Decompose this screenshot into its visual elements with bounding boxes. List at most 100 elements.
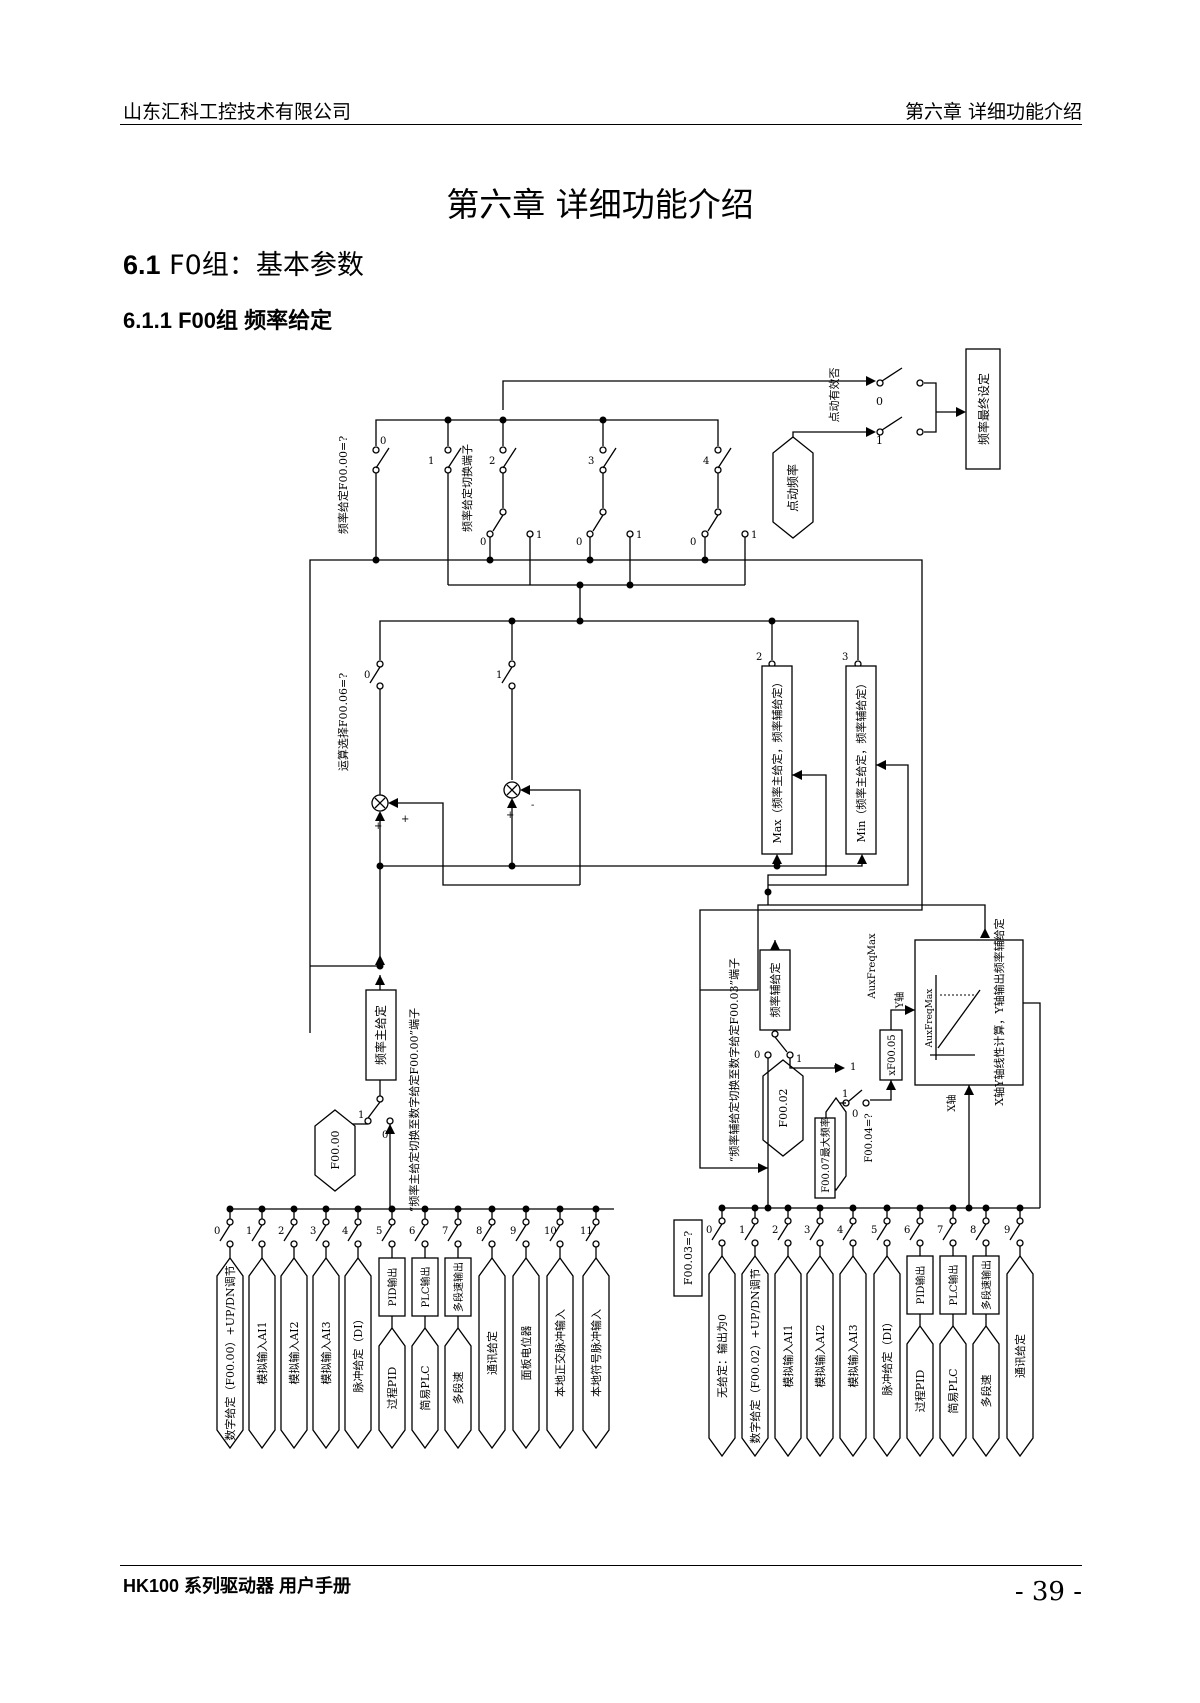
aux-source-2-label: 模拟输入AI1: [781, 1324, 795, 1387]
svg-text:1: 1: [246, 1226, 252, 1237]
svg-text:8: 8: [476, 1226, 482, 1237]
main-source-7-out-label: 多段速输出: [452, 1262, 465, 1312]
main-given-block: [365, 989, 397, 1081]
aux-source-3-label: 模拟输入AI2: [813, 1324, 827, 1387]
aux-given-label: 频率辅给定: [768, 963, 782, 1018]
svg-text:3: 3: [804, 1225, 810, 1236]
y-axis-label: Y轴: [893, 992, 906, 1010]
footer-page-number: - 39 -: [1014, 1577, 1082, 1607]
aux-source-5: [873, 1254, 901, 1458]
svg-text:0: 0: [480, 537, 486, 548]
wire-aux-max: [767, 774, 827, 892]
svg-text:0: 0: [690, 537, 696, 548]
svg-text:0: 0: [364, 670, 370, 681]
svg-text:11: 11: [580, 1226, 593, 1237]
f0005-label: xF00.05: [887, 1034, 898, 1075]
aux-source-7: [939, 1324, 967, 1458]
svg-text:6: 6: [409, 1226, 415, 1237]
f0000-label: F00.00: [329, 1130, 342, 1169]
svg-text:+: +: [374, 821, 382, 832]
main-source-7: [444, 1326, 472, 1450]
main-source-6-out-label: PLC输出: [419, 1266, 432, 1307]
main-source-6-label: 简易PLC: [418, 1365, 432, 1410]
main-source-7-label: 多段速: [451, 1372, 465, 1405]
main-source-4-label: 脉冲给定（DI）: [351, 1313, 365, 1392]
wire-sel-bus: [375, 419, 719, 446]
svg-text:0: 0: [706, 1225, 712, 1236]
main-source-0: [216, 1256, 244, 1450]
svg-text:4: 4: [703, 456, 709, 467]
svg-text:1: 1: [842, 1089, 848, 1100]
aux-source-4: [839, 1254, 867, 1458]
sel-f0006-label: 运算选择F00.06=?: [336, 673, 350, 771]
wire-aux-left: [699, 990, 768, 1169]
f0003-label: F00.03=?: [682, 1231, 695, 1285]
svg-text:1: 1: [796, 1054, 802, 1065]
subsection-heading: 6.1.1 F00组 频率给定: [123, 303, 332, 335]
svg-text:1: 1: [636, 530, 642, 541]
aux-source-6-label: 过程PID: [914, 1370, 927, 1413]
main-source-6-out: [411, 1257, 439, 1317]
aux-source-8-out-label: 多段速输出: [980, 1260, 993, 1310]
main-source-10-label: 本地正交脉冲输入: [553, 1309, 567, 1397]
aux-source-3: [806, 1254, 834, 1458]
f0002-block: [762, 1059, 804, 1157]
svg-text:1: 1: [428, 456, 434, 467]
main-source-6: [411, 1326, 439, 1450]
section-number: 6.1: [123, 250, 161, 280]
f0002-label: F00.02: [777, 1088, 790, 1127]
svg-text:8: 8: [970, 1225, 976, 1236]
aux-switch-label: “频率辅给定切换至数字给定F00.03”端子: [727, 958, 741, 1162]
svg-text:2: 2: [278, 1226, 284, 1237]
f0004-label: F00.04=?: [864, 1113, 875, 1162]
svg-text:2: 2: [756, 652, 762, 663]
wire-jog-out: [924, 382, 958, 433]
subsection-number: 6.1.1: [123, 308, 172, 333]
svg-text:2: 2: [489, 456, 495, 467]
main-source-9: [512, 1256, 540, 1450]
calc-label: X轴Y轴线性计算，Y轴输出频率辅给定: [992, 918, 1006, 1105]
wire-aux-to-sub: [530, 789, 581, 885]
svg-text:1: 1: [739, 1225, 745, 1236]
min-block-label: Min（频率主给定，频率辅给定）: [854, 678, 868, 843]
main-source-11: [582, 1256, 610, 1450]
svg-text:1: 1: [751, 530, 757, 541]
section-title: F0组：基本参数: [169, 250, 364, 281]
subsection-title: F00组 频率给定: [178, 308, 333, 333]
svg-text:+: +: [401, 814, 409, 825]
main-source-10: [546, 1256, 574, 1450]
chapter-title: 第六章 详细功能介绍: [446, 185, 754, 224]
main-source-1-label: 模拟输入AI1: [255, 1321, 269, 1384]
svg-text:4: 4: [837, 1225, 843, 1236]
aux-source-1: [741, 1254, 769, 1458]
main-source-7-out: [444, 1257, 472, 1317]
wire-aux-bus2: [700, 904, 823, 991]
aux-source-1-label: 数字给定（F00.02）+UP/DN调节: [748, 1268, 762, 1443]
aux-source-8-label: 多段速: [979, 1375, 993, 1408]
aux-source-4-label: 模拟输入AI3: [846, 1324, 860, 1387]
aux-source-2: [774, 1254, 802, 1458]
svg-text:9: 9: [1004, 1225, 1010, 1236]
aux-source-7-label: 简易PLC: [946, 1368, 960, 1413]
svg-text:0: 0: [382, 1130, 388, 1141]
wire-main-loop: [309, 559, 923, 1033]
wire-jog-in: [792, 431, 868, 437]
main-source-4: [344, 1256, 372, 1450]
jog-valid-label: 点动有效否: [827, 368, 841, 423]
svg-text:3: 3: [310, 1226, 316, 1237]
svg-text:0: 0: [754, 1050, 760, 1061]
jog-switch-1: [881, 416, 903, 431]
aux-source-9-label: 通讯给定: [1013, 1334, 1027, 1378]
sel-terminal-label: 频率给定切换端子: [460, 444, 474, 532]
f0000-block: [314, 1109, 356, 1192]
svg-text:6: 6: [904, 1225, 910, 1236]
wire-top-bus: [502, 380, 868, 410]
aux-source-8: [972, 1324, 1000, 1458]
svg-text:1: 1: [536, 530, 542, 541]
main-source-0-label: 数字给定（F00.00）+UP/DN调节: [223, 1265, 237, 1440]
aux-source-6-out-label: PID输出: [914, 1266, 927, 1305]
aux-freq-max-label: AuxFreqMax: [867, 933, 878, 1000]
svg-text:1: 1: [876, 434, 883, 447]
